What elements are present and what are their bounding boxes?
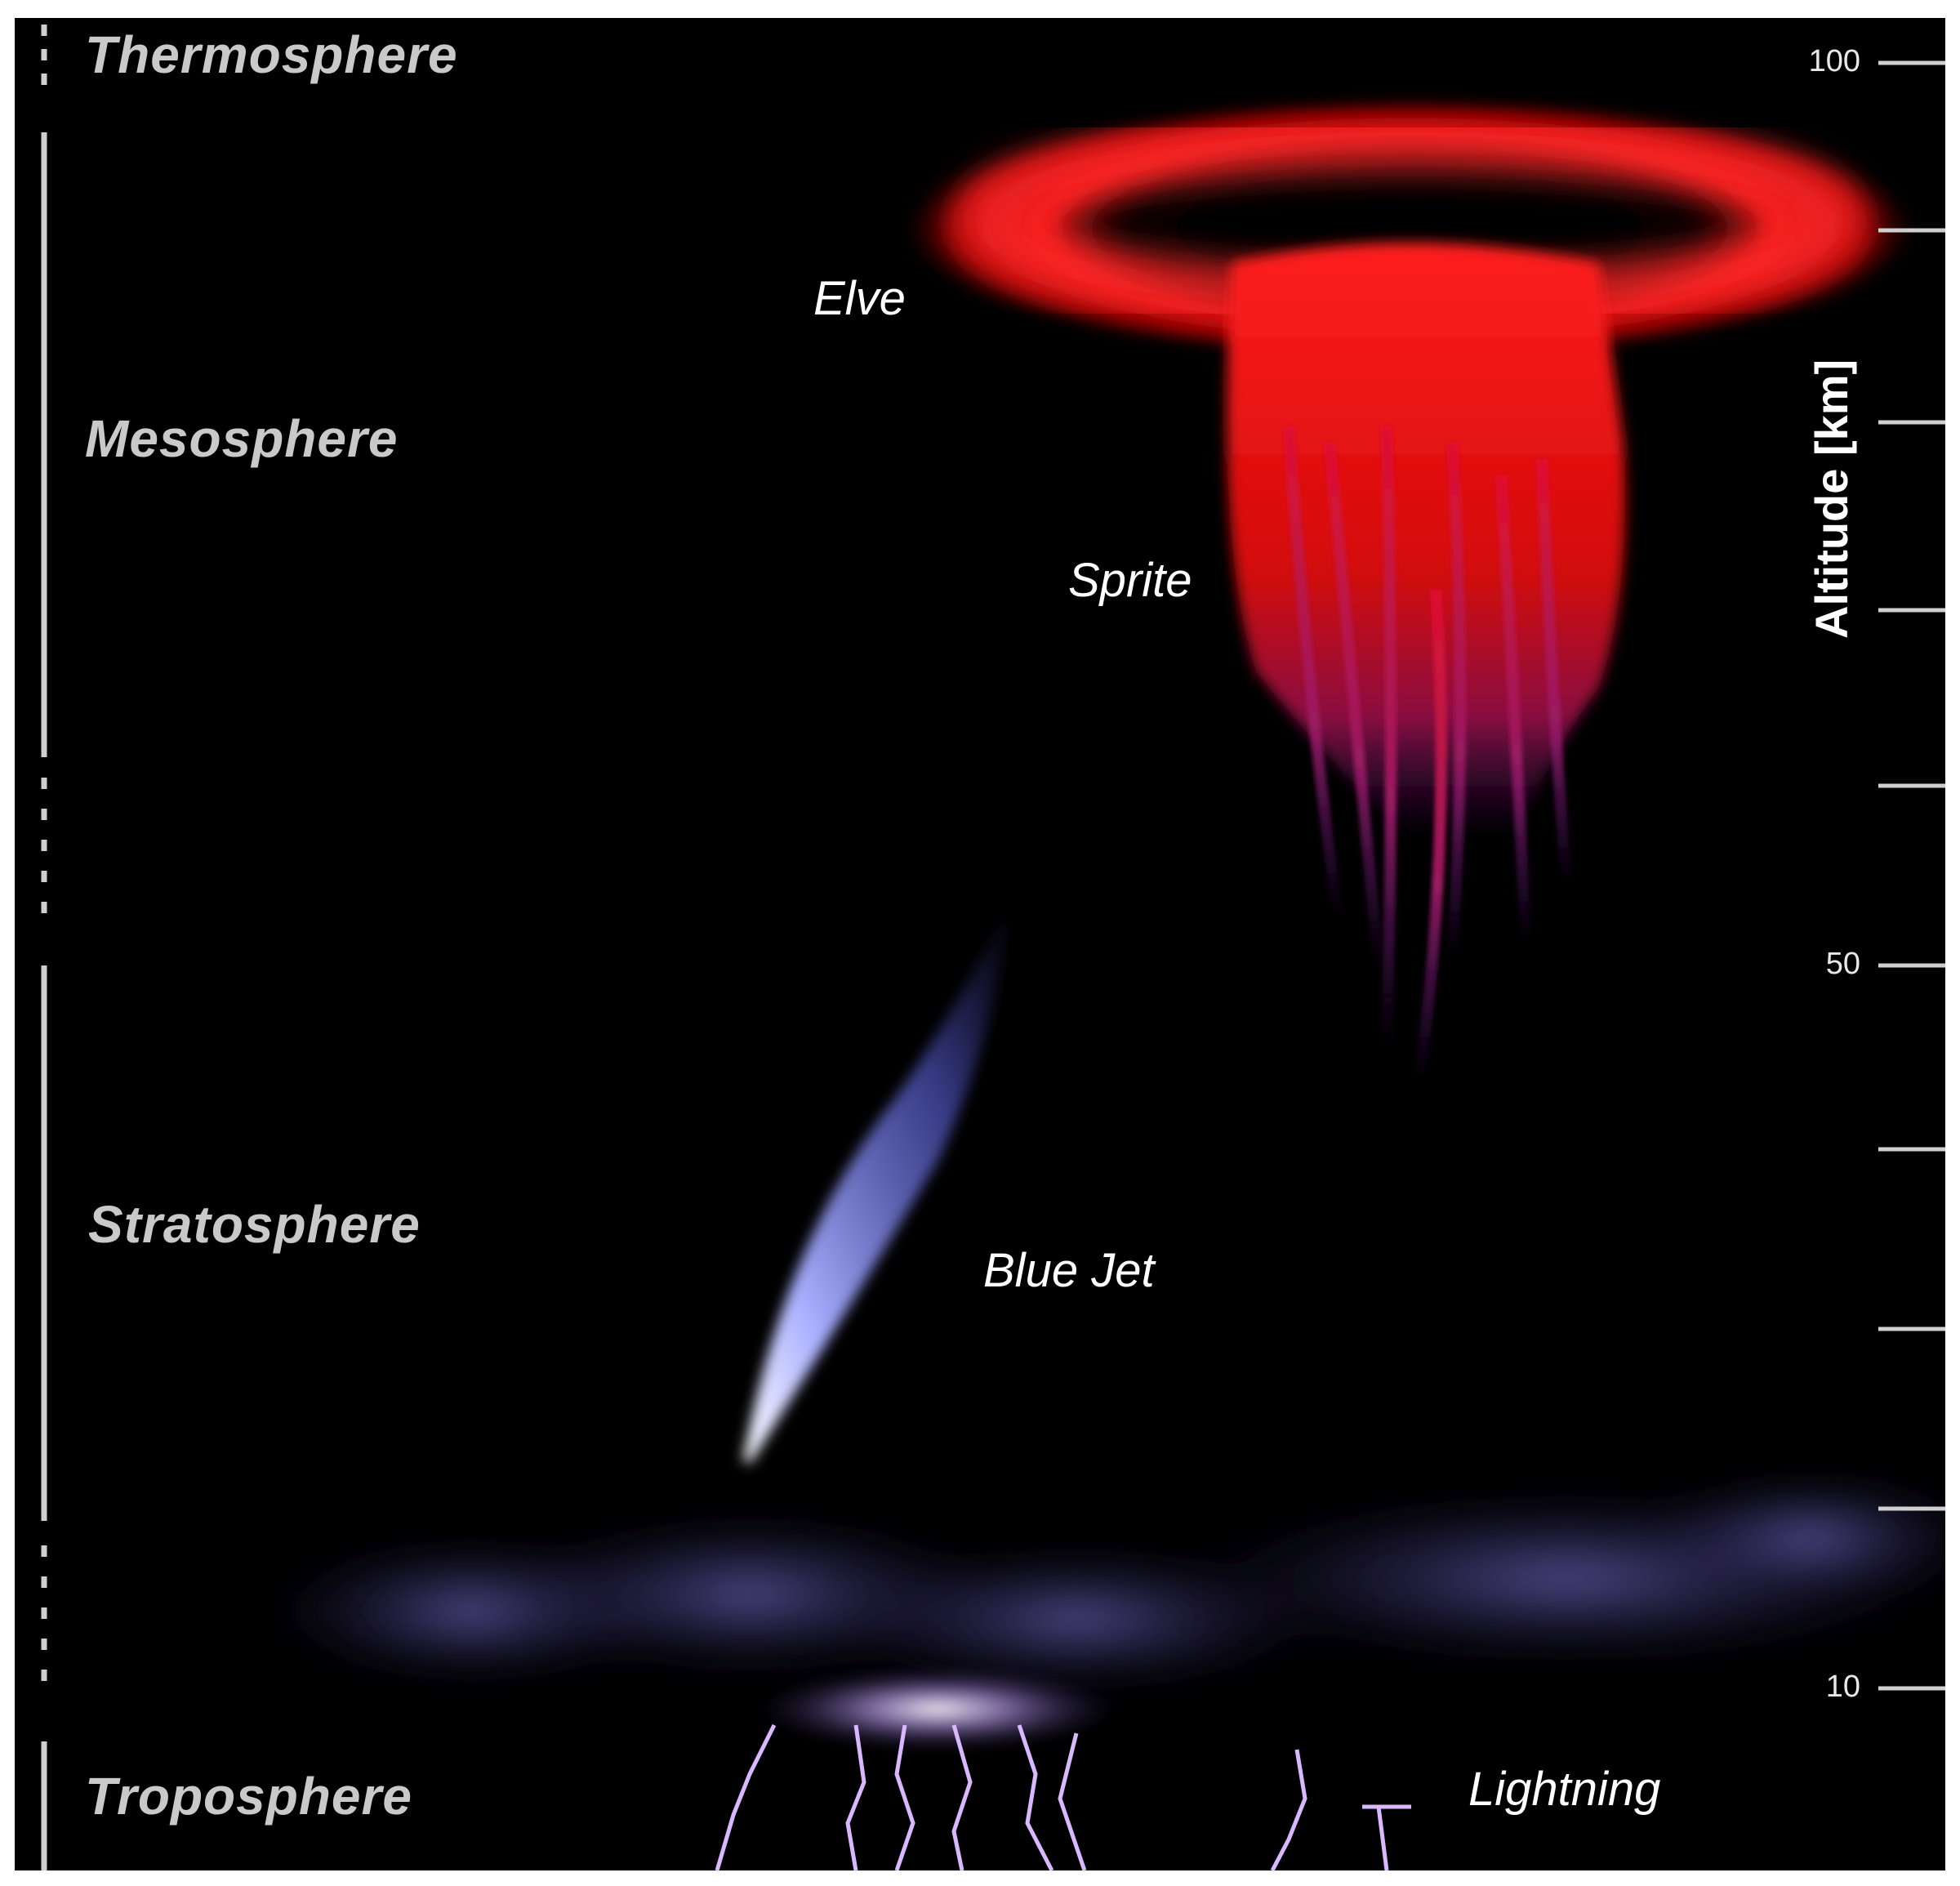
mesosphere-label: Mesosphere [85, 409, 399, 468]
tick-label-10: 10 [1825, 1670, 1860, 1704]
sprite-body [1227, 243, 1625, 835]
altitude-axis-title: Altitude [km] [1806, 359, 1857, 639]
tick-label-100: 100 [1808, 44, 1860, 78]
blue-jet [743, 900, 1011, 1464]
stratosphere-label: Stratosphere [88, 1195, 421, 1254]
blue-jet-label: Blue Jet [983, 1244, 1155, 1297]
lightning-bolts [715, 1723, 1411, 1870]
sprite-label: Sprite [1068, 554, 1192, 607]
thermosphere-label: Thermosphere [85, 25, 458, 84]
tick-label-50: 50 [1825, 947, 1860, 981]
cloud-glow [758, 1668, 1117, 1750]
troposphere-label: Troposphere [85, 1767, 412, 1826]
lightning-label: Lightning [1468, 1763, 1661, 1816]
illustration [41, 25, 1945, 1870]
atmosphere-panel: Thermosphere Mesosphere Stratosphere Tro… [15, 18, 1945, 1870]
sprite-tendrils [1283, 426, 1572, 1081]
thundercloud [260, 1472, 1945, 1692]
elve-label: Elve [813, 272, 906, 325]
altitude-ticks [1878, 60, 1945, 1691]
